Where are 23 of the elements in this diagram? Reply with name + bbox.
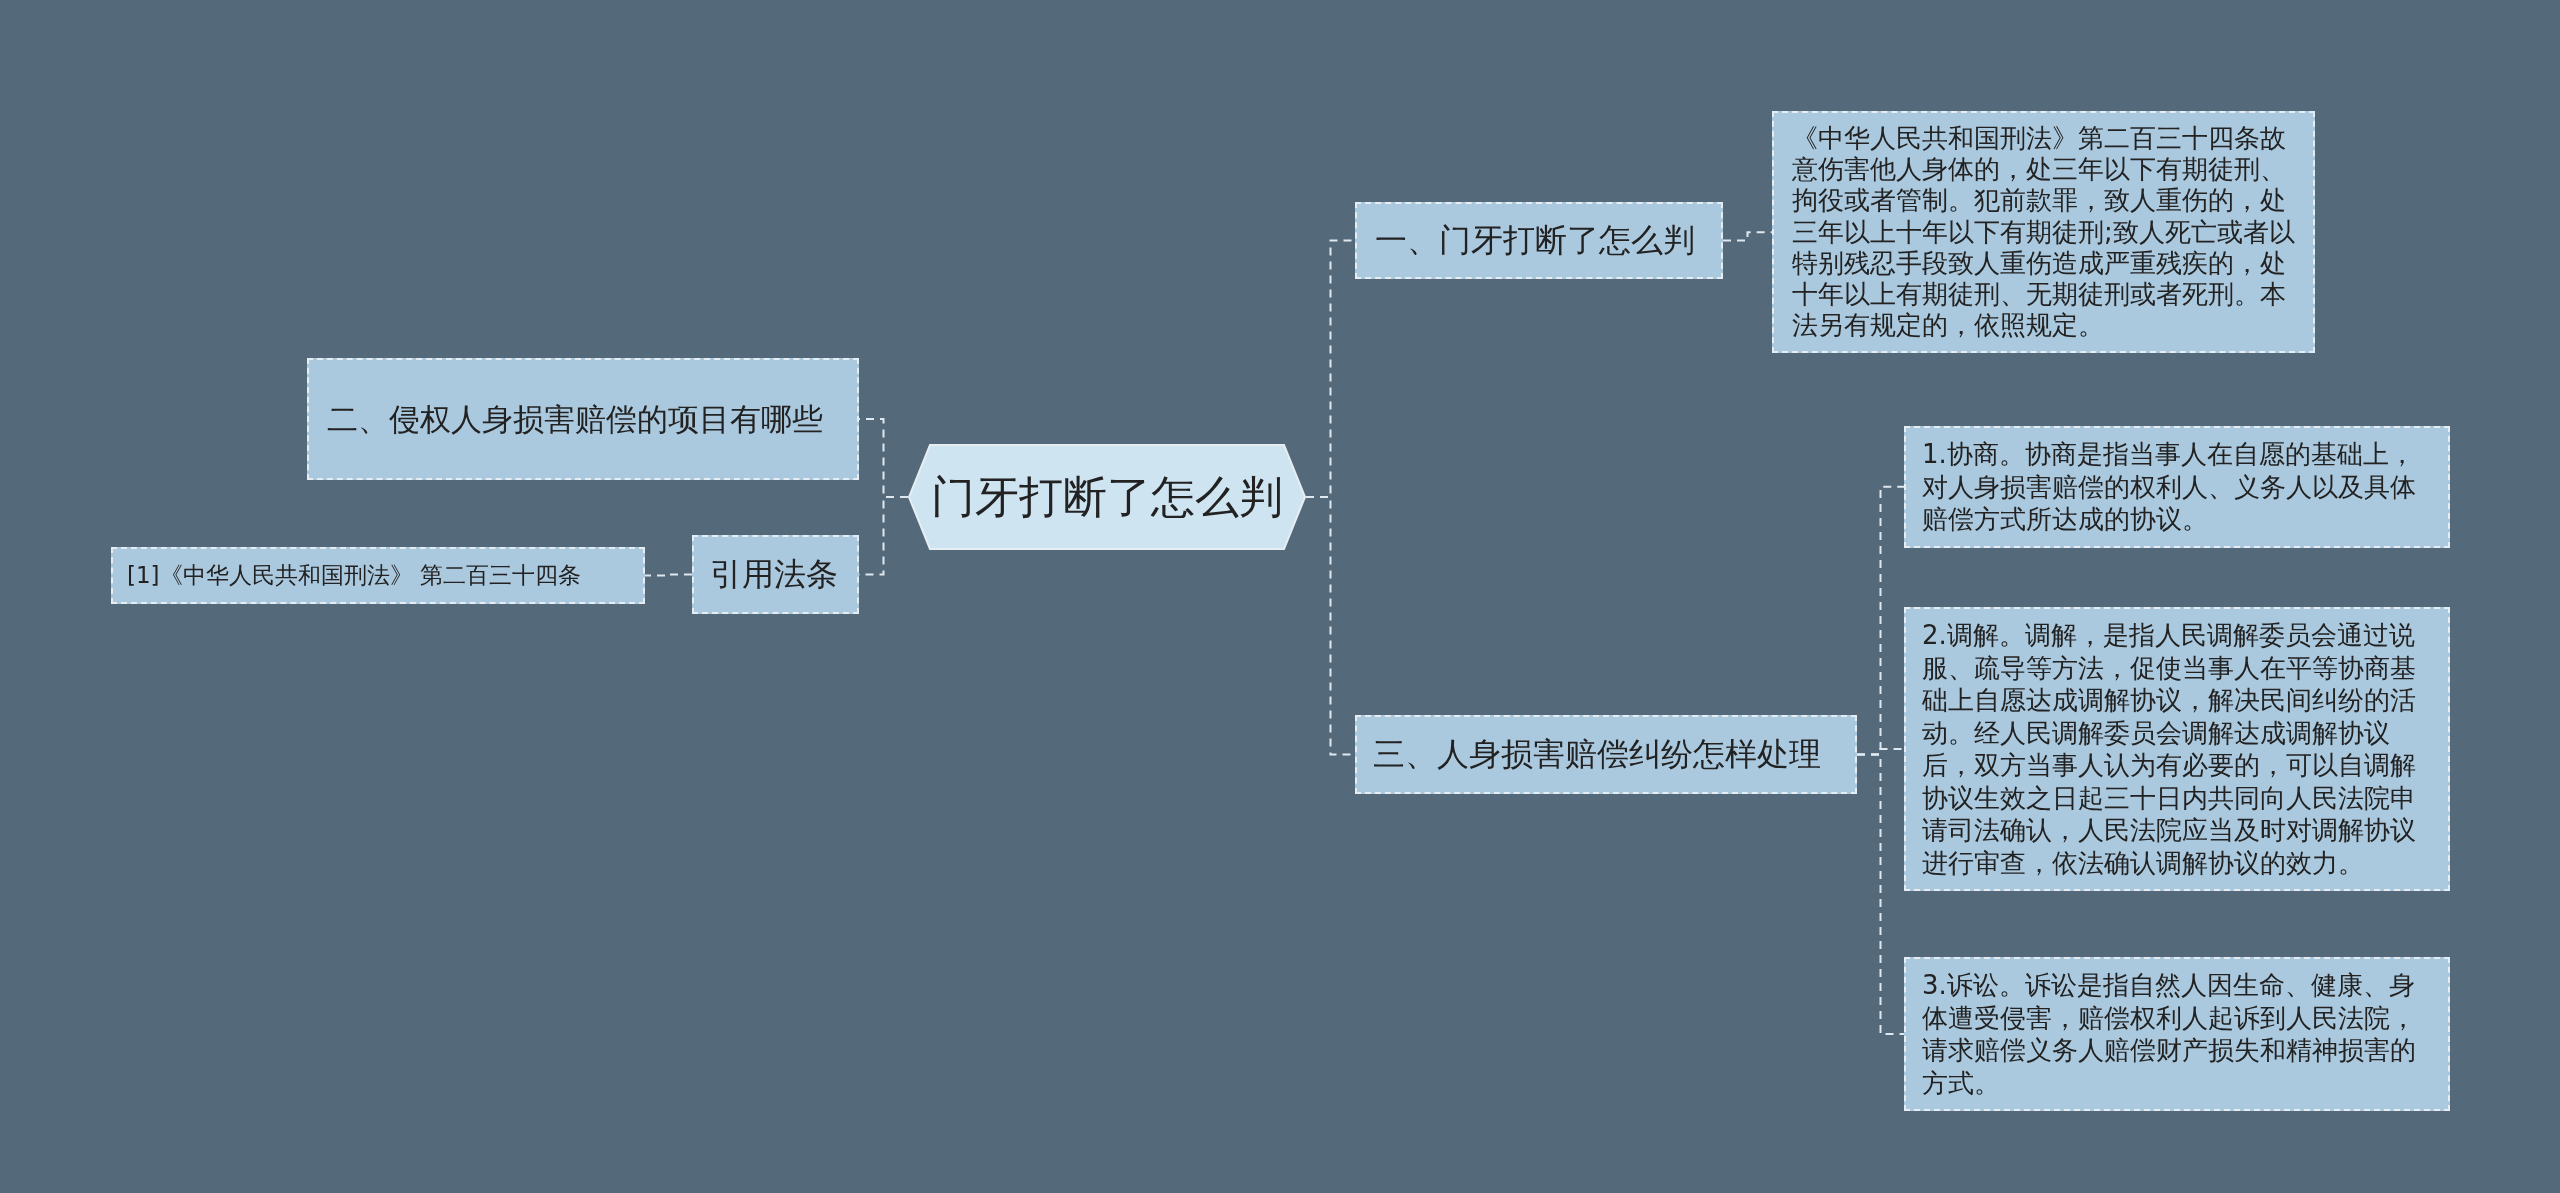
topic-text: 一、门牙打断了怎么判: [1375, 219, 1695, 261]
topic-text: 2.调解。调解，是指人民调解委员会通过说服、疏导等方法，促使当事人在平等协商基础上自愿达成调解协议，解决民间纠纷的活动。经人民调解委员会调解达成调解协议后，双方当事人认为有必要的，可以自调解协议生效之日起三十日内共同向人民法院申请司法确认，人民法院应当及时对调解协议进行审查，依法确认调解协议的效力。: [1922, 619, 2417, 879]
topic-box: [1355, 202, 1723, 279]
topic-box: [307, 358, 859, 480]
topic-box: [1355, 715, 1857, 794]
topic-text: 《中华人民共和国刑法》第二百三十四条故意伤害他人身体的，处三年以下有期徒刑、拘役或者管制。犯前款罪，致人重伤的，处三年以上十年以下有期徒刑;致人死亡或者以特别残忍手段致人重伤造成严重残疾的，处十年以上有期徒刑、无期徒刑或者死刑。本法另有规定的，依照规定。: [1792, 123, 2295, 342]
note-box: [1772, 111, 2315, 354]
connector: [1722, 231, 1773, 242]
note-box: [1904, 607, 2450, 891]
topic-text: 二、侵权人身损害赔偿的项目有哪些: [327, 399, 823, 439]
topic-text: 门牙打断了怎么判: [931, 470, 1283, 525]
topic-box: [692, 535, 859, 614]
note-box: [1904, 426, 2450, 548]
topic-text: 引用法条: [710, 553, 838, 595]
topic-text: 3.诉讼。诉讼是指自然人因生命、健康、身体遭受侵害，赔偿权利人起诉到人民法院，请求赔偿义务人赔偿财产损失和精神损害的方式。: [1922, 969, 2417, 1099]
topic-text: 1.协商。协商是指当事人在自愿的基础上，对人身损害赔偿的权利人、义务人以及具体赔偿方式所达成的协议。: [1922, 438, 2417, 536]
note-box: [1904, 957, 2450, 1111]
topic-hexagon: [908, 444, 1306, 550]
note-box: [111, 547, 645, 604]
topic-text: 三、人身损害赔偿纠纷怎样处理: [1373, 733, 1821, 775]
connector: [1856, 753, 1905, 1035]
connector: [644, 573, 693, 577]
topic-text: [1]《中华人民共和国刑法》 第二百三十四条: [127, 560, 581, 590]
